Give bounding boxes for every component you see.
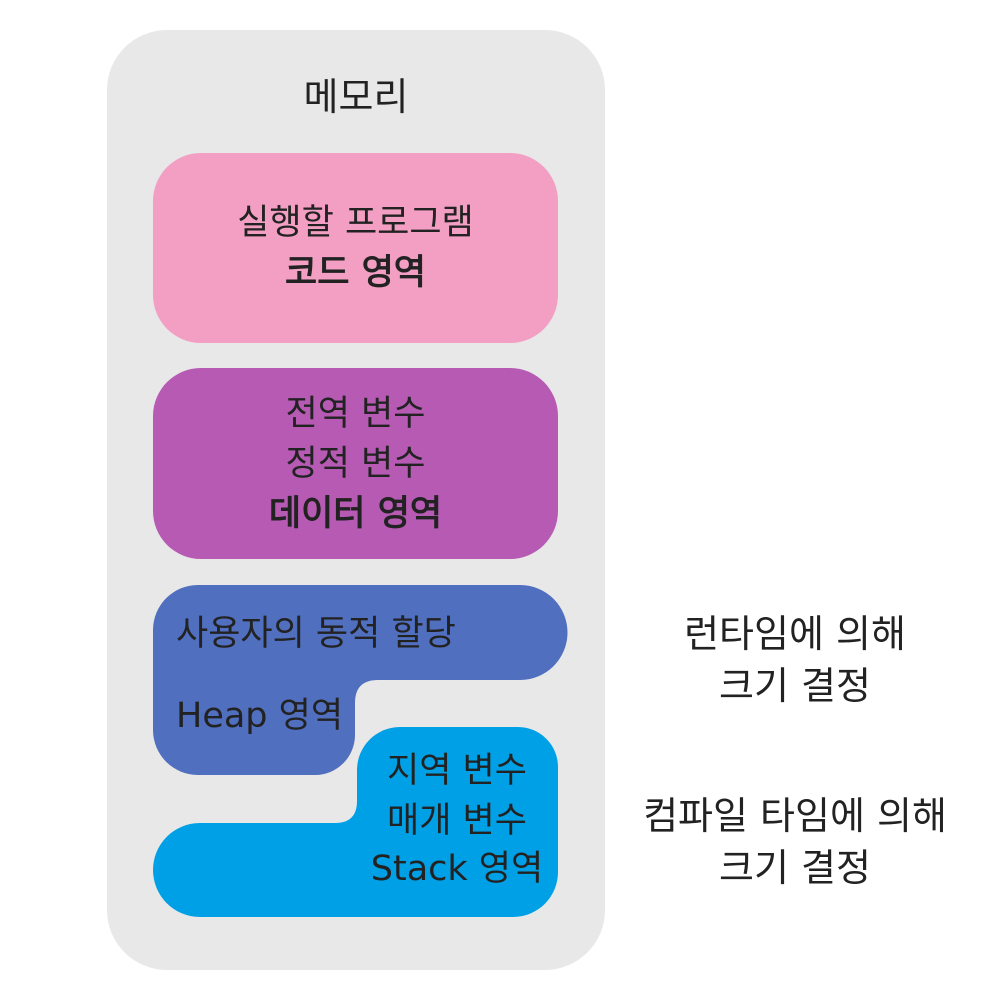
- stack-segment-local-vars: 지역 변수: [387, 751, 527, 791]
- runtime-annotation-line2: 크기 결정: [719, 664, 871, 708]
- data-segment-global-vars: 전역 변수: [285, 393, 426, 434]
- compile-time-annotation-line1: 컴파일 타임에 의해: [643, 794, 947, 838]
- heap-segment-description: 사용자의 동적 할당: [176, 614, 456, 654]
- stack-segment-params: 매개 변수: [387, 801, 527, 841]
- stack-segment: [153, 727, 558, 917]
- data-segment-static-vars: 정적 변수: [285, 443, 426, 484]
- data-segment-label: 데이터 영역: [268, 493, 443, 534]
- runtime-annotation-line1: 런타임에 의해: [684, 612, 906, 656]
- stack-segment-label: Stack 영역: [370, 849, 544, 889]
- data-segment: 전역 변수 정적 변수 데이터 영역: [153, 368, 558, 559]
- compile-time-annotation-line2: 크기 결정: [719, 846, 871, 890]
- code-segment: 실행할 프로그램 코드 영역: [153, 153, 558, 343]
- runtime-annotation: 런타임에 의해 크기 결정: [625, 608, 965, 712]
- code-segment-label: 코드 영역: [285, 253, 426, 293]
- heap-segment-label: Heap 영역: [176, 696, 344, 736]
- compile-time-annotation: 컴파일 타임에 의해 크기 결정: [625, 790, 965, 894]
- memory-title: 메모리: [303, 75, 409, 119]
- heap-segment: [153, 585, 568, 775]
- code-segment-description: 실행할 프로그램: [237, 203, 474, 243]
